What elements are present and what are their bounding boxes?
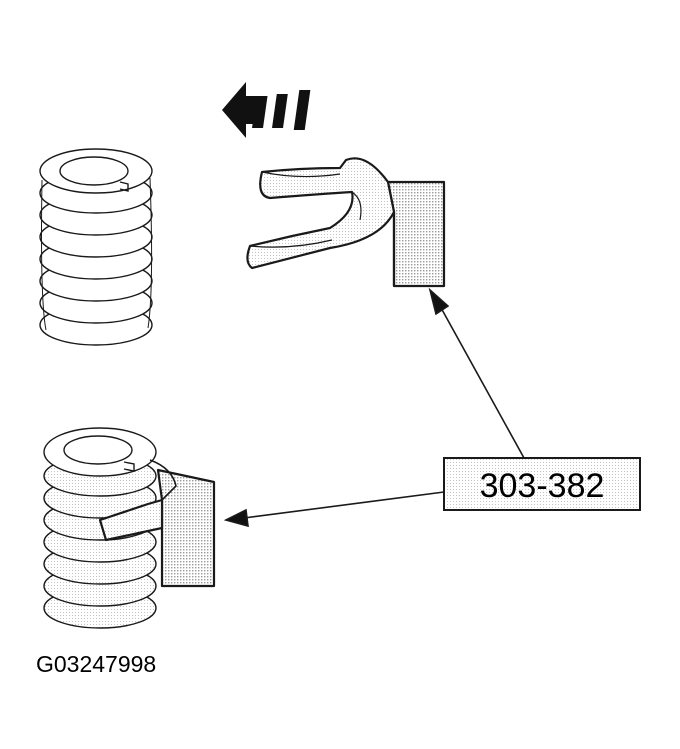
arrowhead-icon [428,287,450,316]
coil-spring-upper [39,148,153,346]
spring-compressor-tool-installed [98,459,216,588]
leader-arrows [223,287,525,528]
direction-arrow-icon [222,82,311,138]
spring-compressor-tool-upper [246,157,446,288]
tool-number-label: 303-382 [480,467,605,505]
tool-number-callout: 303-382 [443,457,641,511]
arrowhead-icon [223,508,249,528]
figure-id: G03247998 [36,651,156,677]
